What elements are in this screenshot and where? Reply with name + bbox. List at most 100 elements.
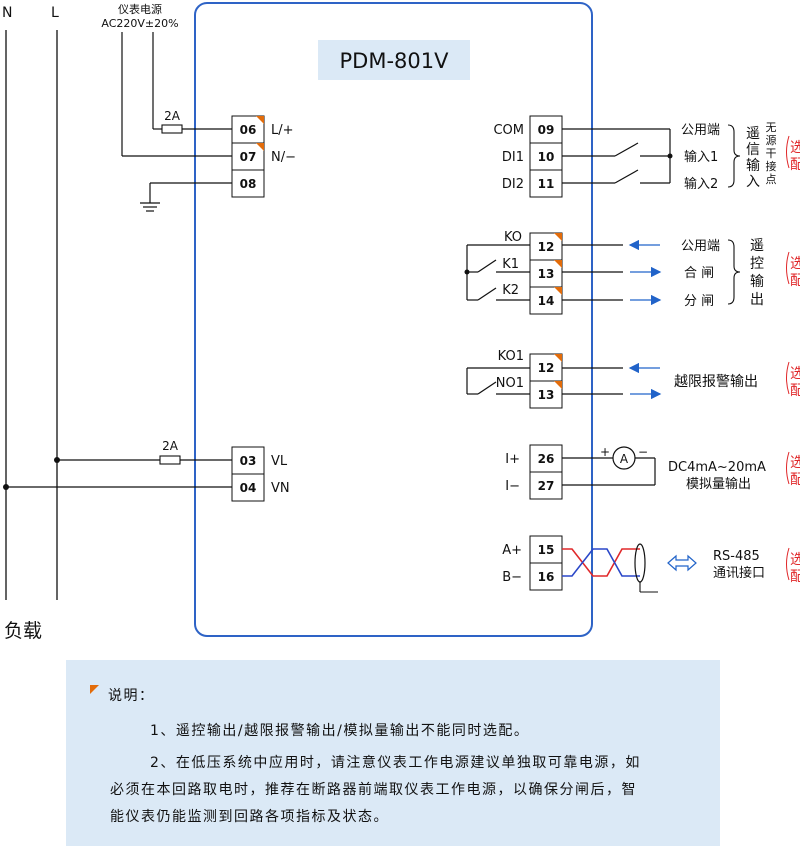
power-supply-label: 仪表电源	[118, 2, 162, 16]
terminal-number: 07	[240, 150, 257, 164]
di-contact-char: 点	[766, 173, 777, 186]
device-model: PDM-801V	[340, 49, 450, 73]
terminal-label: K2	[502, 283, 519, 298]
fuse-symbol	[161, 124, 183, 134]
note-item-2-cont: 必须在本回路取电时，推荐在断路器前端取仪表工作电源，以确保分闸后，智	[110, 782, 637, 798]
option-bracket	[786, 135, 790, 169]
terminal-block-voltage	[231, 446, 265, 502]
di-contact-char: 接	[766, 160, 777, 173]
model-box	[318, 40, 470, 80]
option-bracket	[786, 547, 790, 581]
wiring-diagram: N L 负载 PDM-801V 仪表电源 AC220V±20% 2A 06 07…	[2, 2, 800, 642]
do-output-wiring	[562, 244, 623, 301]
terminal-block-analog	[529, 444, 563, 500]
do-title-char: 遥	[750, 238, 764, 254]
terminal-label: KO	[504, 230, 522, 245]
terminal-number: 27	[538, 479, 555, 493]
terminal-block-alarm	[529, 353, 563, 409]
rs485-label: 通讯接口	[713, 565, 765, 581]
option-label: 配	[790, 472, 800, 488]
voltage-input-wiring	[6, 459, 232, 488]
alarm-output-label: 越限报警输出	[674, 374, 758, 390]
fuse-symbol	[159, 455, 181, 465]
option-bracket	[786, 361, 790, 395]
note-item-2-cont: 能仪表仍能监测到回路各项指标及状态。	[110, 809, 389, 825]
load-label: 负载	[4, 620, 42, 642]
terminal-label: B−	[502, 570, 522, 585]
terminal-number: 14	[538, 294, 555, 308]
do-common-label: 公用端	[681, 239, 720, 254]
terminal-label: DI1	[502, 150, 524, 165]
terminal-label: KO1	[498, 349, 524, 364]
terminal-number: 04	[240, 481, 257, 495]
analog-wiring	[562, 457, 656, 486]
terminal-label: NO1	[496, 376, 524, 391]
terminal-label: VL	[271, 454, 288, 469]
terminal-number: 06	[240, 123, 257, 137]
note-marker-icon	[90, 685, 99, 694]
terminal-block-di	[529, 115, 563, 198]
terminal-number: 13	[538, 267, 555, 281]
option-label: 选	[790, 366, 800, 382]
junction-dot	[464, 269, 470, 275]
terminal-label: I+	[505, 452, 520, 467]
note-item-2: 2、在低压系统中应用时，请注意仪表工作电源建议单独取可靠电源，如	[150, 755, 641, 771]
terminal-block-do	[529, 232, 563, 315]
analog-label: 模拟量输出	[686, 476, 751, 492]
option-label: 配	[790, 157, 800, 173]
terminal-label: K1	[502, 257, 519, 272]
do-title-char: 输	[750, 274, 764, 290]
power-supply-wiring	[121, 32, 232, 212]
power-rails	[5, 30, 58, 600]
terminal-number: 15	[538, 543, 555, 557]
power-supply-voltage: AC220V±20%	[101, 17, 178, 30]
terminal-label: VN	[271, 481, 290, 496]
option-label: 选	[790, 256, 800, 272]
option-label: 配	[790, 383, 800, 399]
do-open-label: 分 闸	[684, 294, 714, 309]
terminal-number: 10	[538, 150, 555, 164]
note-item-1: 1、遥控输出/越限报警输出/模拟量输出不能同时选配。	[150, 723, 530, 739]
option-bracket	[786, 251, 790, 285]
notes-heading: 说明：	[108, 688, 155, 704]
di-input1-label: 输入1	[684, 149, 718, 165]
analog-range: DC4mA~20mA	[668, 460, 766, 475]
fuse-rating: 2A	[162, 439, 179, 453]
rs485-shield-wire	[639, 582, 658, 593]
di-contact-char: 无	[766, 121, 777, 134]
terminal-label: A+	[502, 543, 522, 558]
terminal-label: L/+	[271, 123, 294, 138]
di-title-char: 输	[746, 158, 760, 174]
rs485-name: RS-485	[713, 549, 760, 564]
di-title-char: 入	[746, 174, 760, 190]
di-contact-char: 源	[766, 133, 777, 147]
junction-dot	[667, 153, 673, 159]
alarm-wiring	[466, 367, 623, 395]
device-body	[194, 2, 593, 637]
terminal-label: DI2	[502, 177, 524, 192]
terminal-number: 12	[538, 240, 555, 254]
do-close-label: 合 闸	[684, 266, 714, 281]
terminal-number: 13	[538, 388, 555, 402]
terminal-label: I−	[505, 479, 520, 494]
do-title-char: 出	[750, 292, 764, 308]
polarity-minus: −	[638, 445, 648, 459]
terminal-number: 11	[538, 177, 555, 191]
terminal-number: 26	[538, 452, 555, 466]
terminal-label: COM	[493, 123, 524, 138]
do-title-char: 控	[750, 256, 764, 272]
option-label: 选	[790, 552, 800, 568]
terminal-number: 12	[538, 361, 555, 375]
polarity-plus: +	[600, 445, 610, 459]
terminal-number: 08	[240, 177, 257, 191]
rs485-twisted-pair	[562, 548, 640, 577]
brace	[727, 124, 741, 188]
terminal-number: 09	[538, 123, 555, 137]
notes-panel: 说明： 1、遥控输出/越限报警输出/模拟量输出不能同时选配。 2、在低压系统中应…	[66, 660, 720, 846]
di-input2-label: 输入2	[684, 176, 718, 192]
fuse-rating: 2A	[164, 109, 181, 123]
terminal-number: 03	[240, 454, 257, 468]
di-title-char: 遥	[746, 126, 760, 142]
ammeter-symbol: A	[620, 452, 629, 466]
terminal-label: N/−	[271, 150, 296, 165]
